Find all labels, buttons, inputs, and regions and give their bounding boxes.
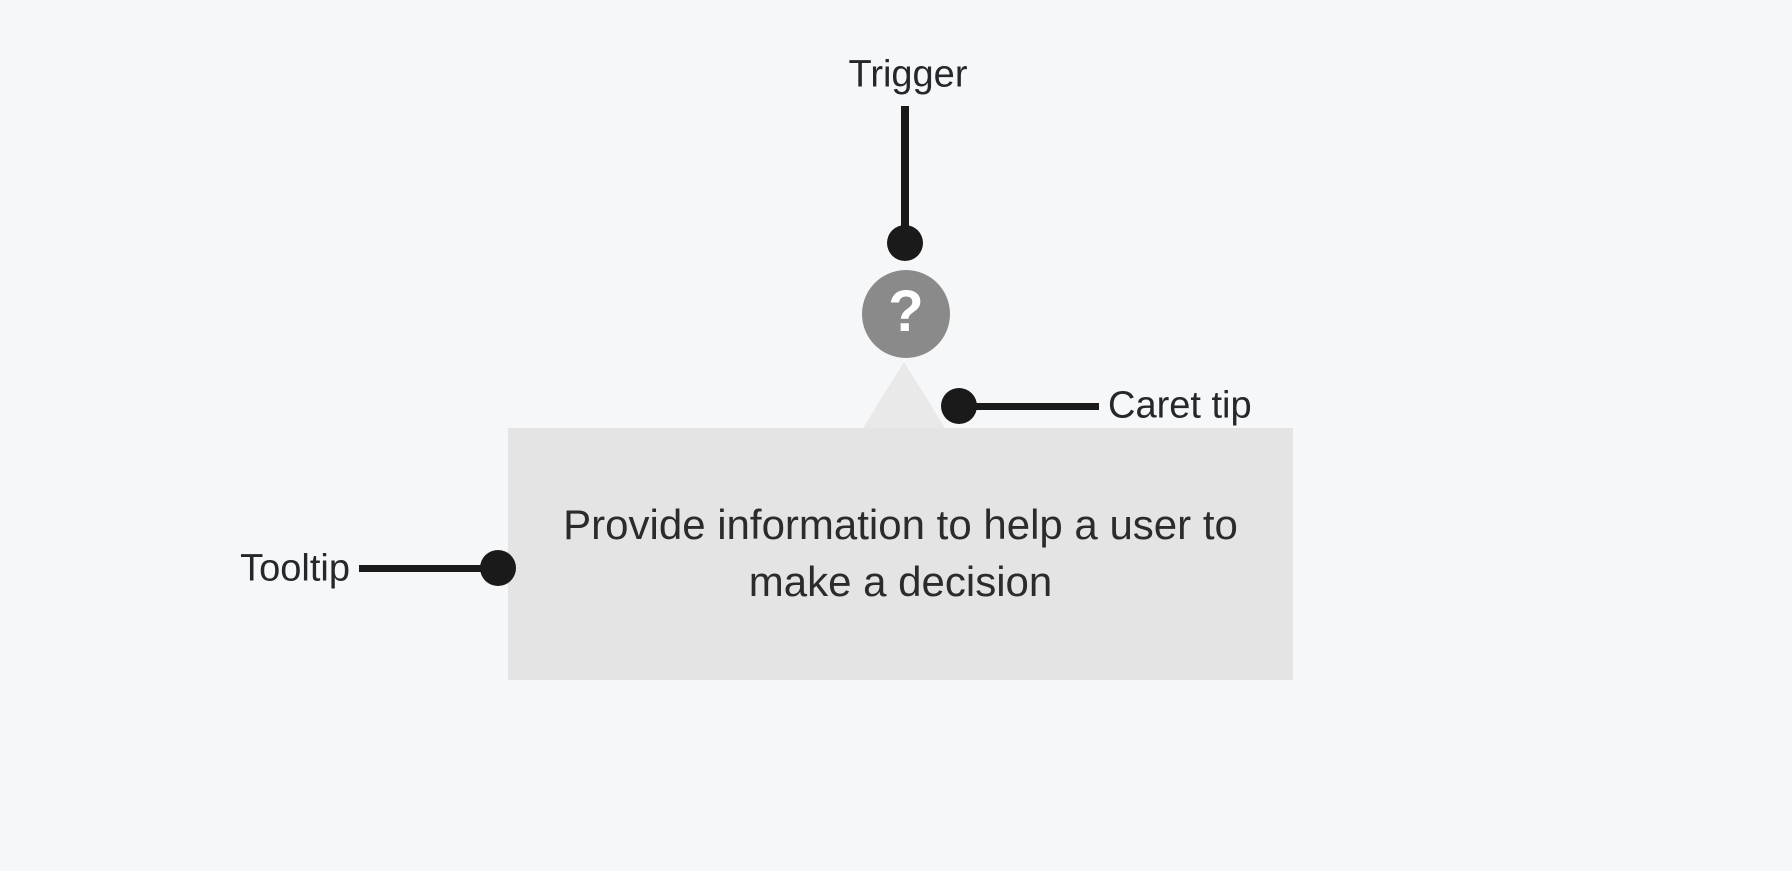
trigger-label: Trigger bbox=[848, 53, 968, 96]
tooltip-connector-line bbox=[359, 565, 499, 572]
tooltip-text-line2: make a decision bbox=[748, 558, 1053, 605]
trigger-connector-line bbox=[901, 106, 909, 228]
tooltip-label: Tooltip bbox=[240, 547, 350, 590]
tooltip-text-line1: Provide information to help a user to bbox=[563, 501, 1238, 549]
tooltip-connector-dot bbox=[480, 550, 516, 586]
question-mark-icon: ? bbox=[888, 279, 924, 344]
caret-tip-label: Caret tip bbox=[1108, 384, 1252, 427]
help-trigger-button[interactable]: ? bbox=[862, 270, 950, 358]
caret-tip-connector-line bbox=[959, 403, 1099, 410]
tooltip-caret bbox=[863, 362, 945, 428]
trigger-connector-dot bbox=[887, 225, 923, 261]
tooltip-body: Provide information to help a user to ma… bbox=[508, 428, 1293, 680]
